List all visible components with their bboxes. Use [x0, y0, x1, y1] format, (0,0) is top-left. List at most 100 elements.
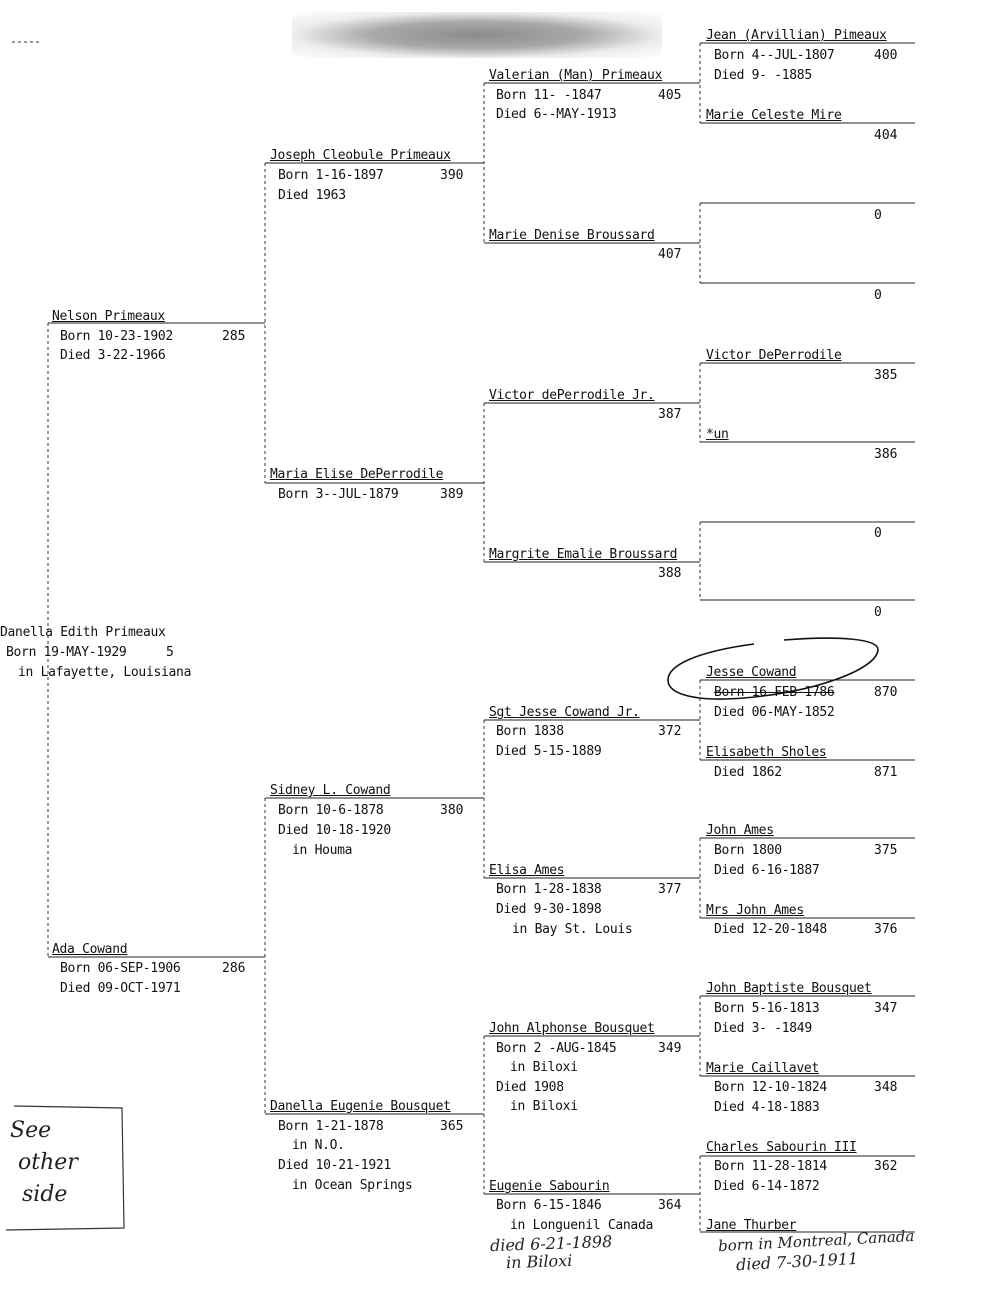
- a13-born: Born 5-16-1813: [714, 1001, 820, 1016]
- smudge-mark: [292, 12, 662, 58]
- a6-name: *un: [706, 427, 729, 442]
- a2-num: 404: [874, 128, 898, 143]
- g2-name: Maria Elise DePerrodile: [270, 467, 444, 482]
- a13-num: 347: [874, 1001, 898, 1016]
- gg6-place: in Bay St. Louis: [512, 922, 633, 937]
- gg7-name: John Alphonse Bousquet: [489, 1021, 655, 1036]
- g4-dplace: in Ocean Springs: [292, 1178, 413, 1193]
- a14-num: 348: [874, 1080, 898, 1095]
- g1-died: Died 1963: [278, 188, 346, 203]
- father-name: Nelson Primeaux: [52, 309, 165, 324]
- g1-born: Born 1-16-1897: [278, 168, 384, 183]
- gg2-num: 407: [658, 247, 682, 262]
- a5-num: 385: [874, 368, 898, 383]
- root-num: 5: [166, 645, 174, 660]
- gg7-died: Died 1908: [496, 1080, 564, 1095]
- gg1-num: 405: [658, 88, 682, 103]
- a10-died: Died 1862: [714, 765, 782, 780]
- side-note-line2: other: [18, 1150, 78, 1175]
- a9-died: Died 06-MAY-1852: [714, 705, 835, 720]
- a4-num: 0: [874, 288, 882, 303]
- gg5-num: 372: [658, 724, 682, 739]
- gg6-name: Elisa Ames: [489, 863, 565, 878]
- g3-born: Born 10-6-1878: [278, 803, 384, 818]
- a11-num: 375: [874, 843, 898, 858]
- gg1-died: Died 6--MAY-1913: [496, 107, 617, 122]
- g2-num: 389: [440, 487, 464, 502]
- gg5-died: Died 5-15-1889: [496, 744, 602, 759]
- a12-num: 376: [874, 922, 898, 937]
- a12-name: Mrs John Ames: [706, 903, 804, 918]
- gg8-place: in Longuenil Canada: [510, 1218, 654, 1233]
- a9-name: Jesse Cowand: [706, 665, 797, 680]
- father-num: 285: [222, 329, 246, 344]
- gg8-name: Eugenie Sabourin: [489, 1179, 610, 1194]
- gg5-name: Sgt Jesse Cowand Jr.: [489, 705, 640, 720]
- gg3-num: 387: [658, 407, 682, 422]
- side-note-line1: See: [10, 1118, 52, 1143]
- mother-died: Died 09-OCT-1971: [60, 981, 181, 996]
- a14-died: Died 4-18-1883: [714, 1100, 820, 1115]
- gg7-born: Born 2 -AUG-1845: [496, 1041, 617, 1056]
- a13-name: John Baptiste Bousquet: [706, 981, 872, 996]
- gg7-bplace: in Biloxi: [510, 1060, 578, 1075]
- gg7-num: 349: [658, 1041, 682, 1056]
- mother-name: Ada Cowand: [52, 942, 128, 957]
- a12-died: Died 12-20-1848: [714, 922, 827, 937]
- g3-died: Died 10-18-1920: [278, 823, 391, 838]
- a9-born: Born 16-FEB-1786: [714, 685, 835, 700]
- g4-bplace: in N.O.: [292, 1138, 345, 1153]
- a14-name: Marie Caillavet: [706, 1061, 819, 1076]
- side-note-line3: side: [22, 1182, 68, 1207]
- a1-num: 400: [874, 48, 898, 63]
- gg2-name: Marie Denise Broussard: [489, 228, 655, 243]
- gg8-born: Born 6-15-1846: [496, 1198, 602, 1213]
- a7-num: 0: [874, 526, 882, 541]
- a13-died: Died 3- -1849: [714, 1021, 812, 1036]
- a15-num: 362: [874, 1159, 898, 1174]
- root-name: Danella Edith Primeaux: [0, 625, 166, 640]
- a11-name: John Ames: [706, 823, 774, 838]
- g3-num: 380: [440, 803, 464, 818]
- g3-place: in Houma: [292, 843, 353, 858]
- gg6-died: Died 9-30-1898: [496, 902, 602, 917]
- g4-num: 365: [440, 1119, 464, 1134]
- a15-born: Born 11-28-1814: [714, 1159, 827, 1174]
- a9-num: 870: [874, 685, 898, 700]
- a1-died: Died 9- -1885: [714, 68, 812, 83]
- a1-born: Born 4--JUL-1807: [714, 48, 835, 63]
- gg1-name: Valerian (Man) Primeaux: [489, 68, 663, 83]
- g3-name: Sidney L. Cowand: [270, 783, 391, 798]
- gg6-born: Born 1-28-1838: [496, 882, 602, 897]
- mother-num: 286: [222, 961, 246, 976]
- a15-died: Died 6-14-1872: [714, 1179, 820, 1194]
- a3-num: 0: [874, 208, 882, 223]
- hand-circle: [667, 637, 879, 700]
- a14-born: Born 12-10-1824: [714, 1080, 827, 1095]
- gg7-dplace: in Biloxi: [510, 1099, 578, 1114]
- a11-born: Born 1800: [714, 843, 782, 858]
- g1-num: 390: [440, 168, 464, 183]
- a2-name: Marie Celeste Mire: [706, 108, 842, 123]
- gg5-born: Born 1838: [496, 724, 564, 739]
- g4-born: Born 1-21-1878: [278, 1119, 384, 1134]
- father-born: Born 10-23-1902: [60, 329, 173, 344]
- a15-name: Charles Sabourin III: [706, 1140, 857, 1155]
- a10-num: 871: [874, 765, 898, 780]
- gg3-name: Victor dePerrodile Jr.: [489, 388, 655, 403]
- g1-name: Joseph Cleobule Primeaux: [270, 148, 451, 163]
- g2-born: Born 3--JUL-1879: [278, 487, 399, 502]
- gg4-name: Margrite Emalie Broussard: [489, 547, 678, 562]
- gg8-num: 364: [658, 1198, 682, 1213]
- gg4-num: 388: [658, 566, 682, 581]
- a11-died: Died 6-16-1887: [714, 863, 820, 878]
- g4-name: Danella Eugenie Bousquet: [270, 1099, 451, 1114]
- mother-born: Born 06-SEP-1906: [60, 961, 181, 976]
- gg6-num: 377: [658, 882, 682, 897]
- father-died: Died 3-22-1966: [60, 348, 166, 363]
- root-place: in Lafayette, Louisiana: [18, 665, 192, 680]
- gg1-born: Born 11- -1847: [496, 88, 602, 103]
- a16-name: Jane Thurber: [706, 1218, 797, 1233]
- g4-died: Died 10-21-1921: [278, 1158, 391, 1173]
